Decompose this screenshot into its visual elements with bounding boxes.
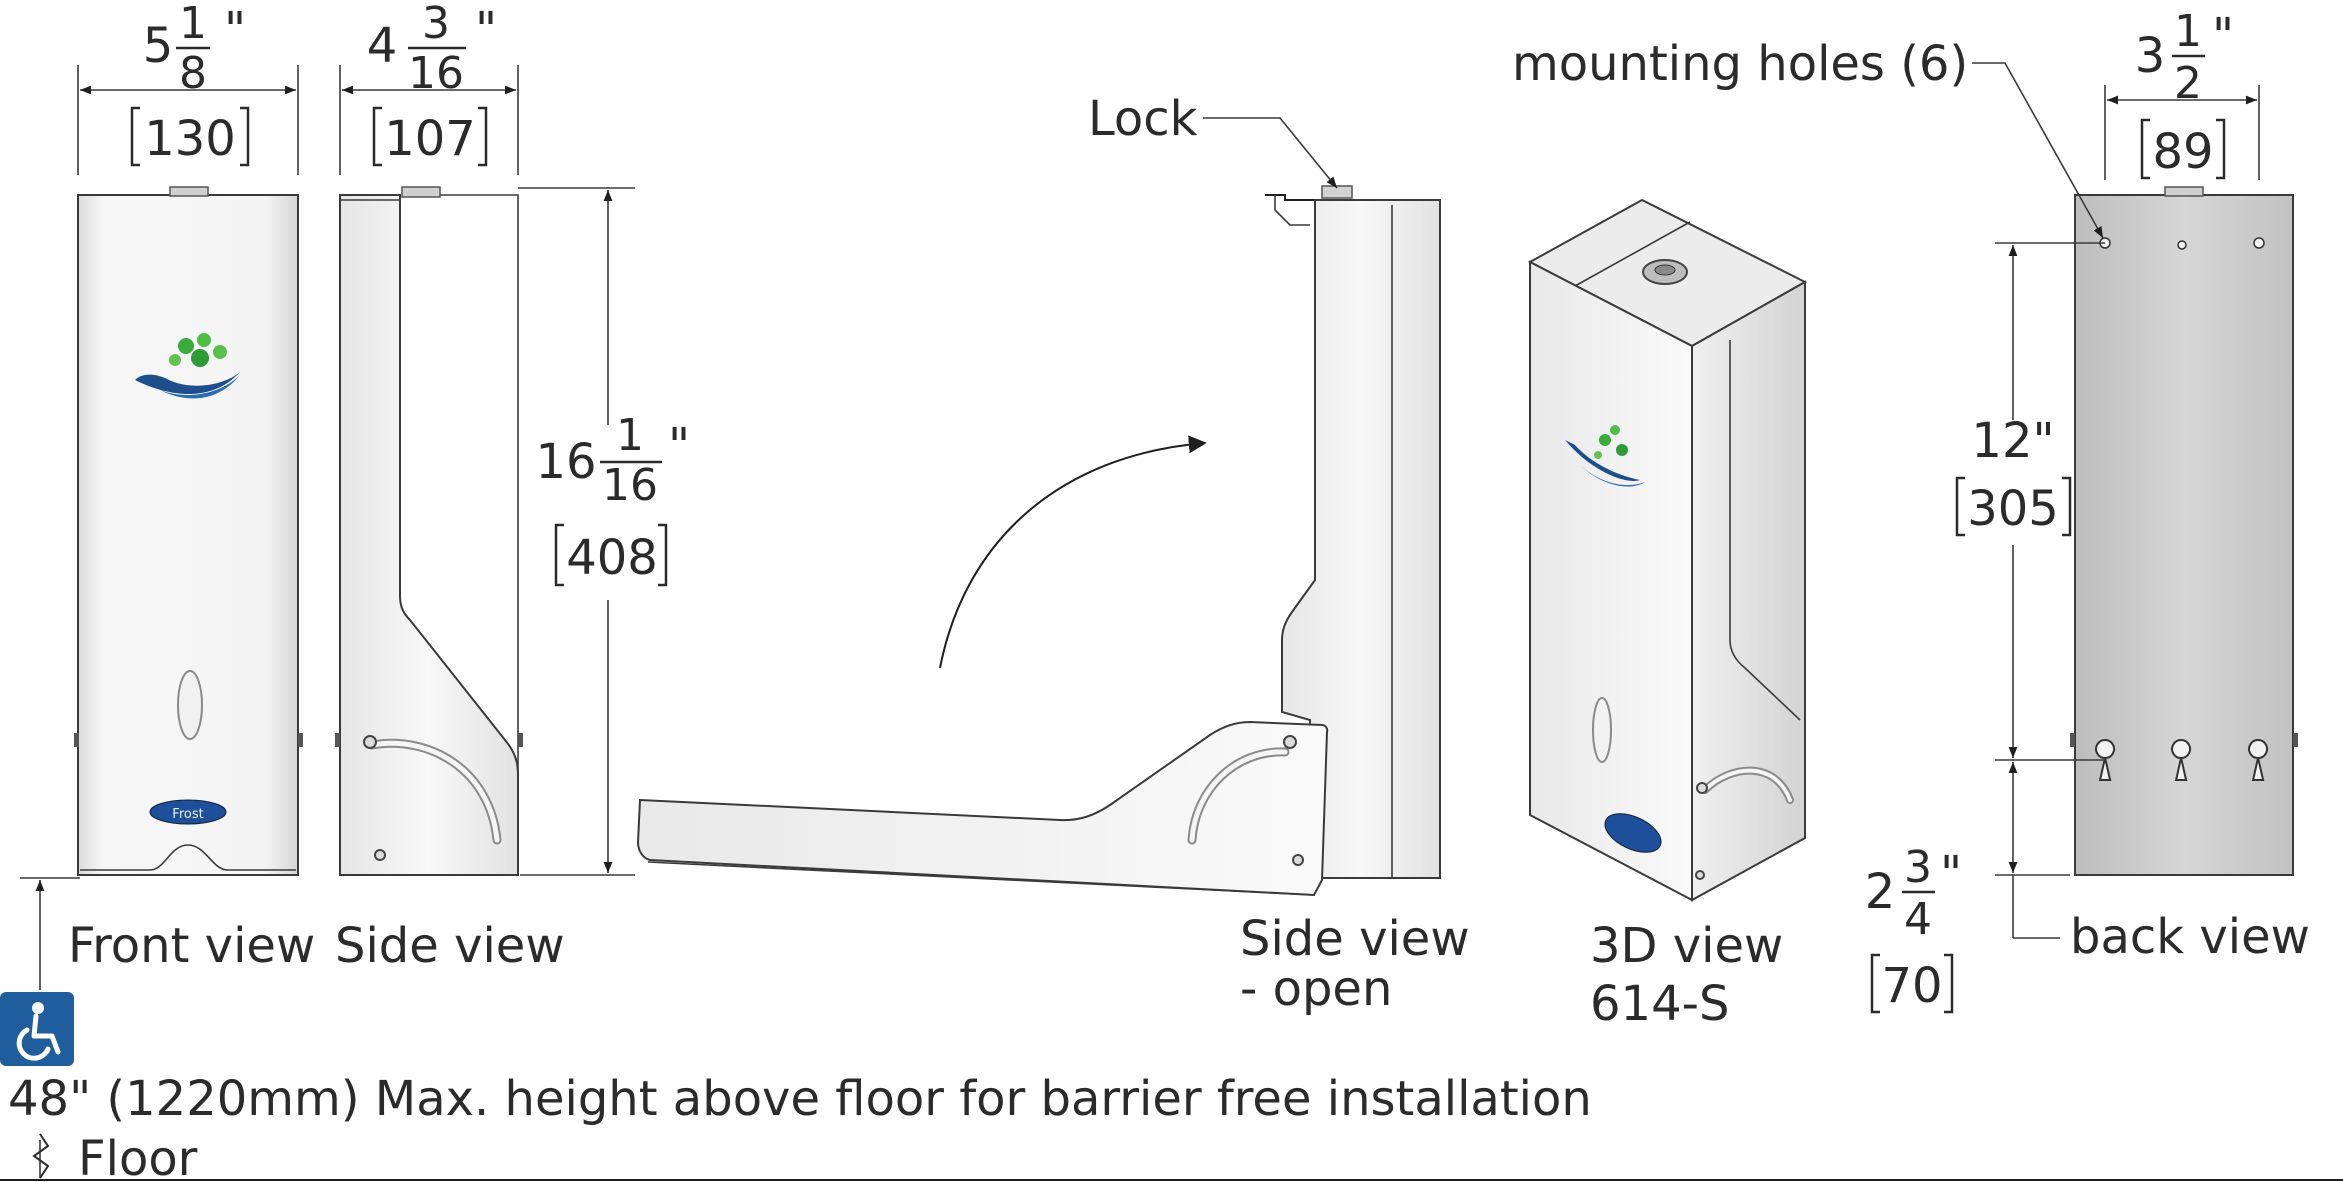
svg-text:89: 89 bbox=[2152, 124, 2213, 180]
svg-text:408: 408 bbox=[566, 530, 658, 586]
floor-break-icon bbox=[32, 1133, 50, 1179]
svg-text:3: 3 bbox=[422, 0, 450, 49]
svg-text:1: 1 bbox=[179, 0, 207, 49]
svg-text:": " bbox=[1940, 846, 1962, 902]
svg-text:4: 4 bbox=[1904, 894, 1932, 945]
height-dimension: 16 1 16 " 408 bbox=[518, 187, 690, 876]
side-open-label-line1: Side view bbox=[1240, 911, 1470, 967]
bottom-offset-dimension: 2 3 4 " 70 bbox=[1865, 762, 2070, 1014]
lock-callout: Lock bbox=[1088, 91, 1338, 189]
svg-text:107: 107 bbox=[384, 111, 476, 167]
svg-text:1: 1 bbox=[616, 410, 644, 461]
side-open-label-line2: - open bbox=[1240, 961, 1392, 1017]
three-d-view bbox=[1527, 198, 1808, 902]
hole-spacing-dimension: 3 1 2 " 89 bbox=[2104, 6, 2260, 180]
mounting-holes-callout: mounting holes (6) bbox=[1512, 36, 2104, 239]
svg-text:16: 16 bbox=[535, 434, 596, 490]
svg-text:5: 5 bbox=[143, 18, 174, 74]
depth-dimension: 4 3 16 " 107 bbox=[339, 0, 519, 175]
max-height-indicator bbox=[20, 877, 80, 1178]
width-dimension: 5 1 8 " 130 bbox=[77, 0, 299, 175]
side-view-label: Side view bbox=[335, 918, 565, 974]
svg-text:": " bbox=[224, 2, 246, 58]
keyhole-slots bbox=[2095, 739, 2269, 781]
back-view bbox=[2070, 186, 2298, 876]
svg-text:1: 1 bbox=[2174, 6, 2202, 57]
svg-text:70: 70 bbox=[1881, 958, 1942, 1014]
svg-text:3: 3 bbox=[1904, 842, 1932, 893]
svg-text:8: 8 bbox=[179, 48, 207, 99]
svg-text:305: 305 bbox=[1967, 481, 2059, 537]
svg-text:Frost: Frost bbox=[172, 807, 203, 822]
svg-text:2: 2 bbox=[2174, 58, 2202, 109]
svg-text:": " bbox=[668, 418, 690, 474]
svg-text:mounting holes (6): mounting holes (6) bbox=[1512, 36, 1968, 92]
max-height-note: 48" (1220mm) Max. height above floor for… bbox=[8, 1071, 1592, 1127]
leaf-logo-icon bbox=[135, 333, 240, 399]
svg-text:": " bbox=[475, 2, 497, 58]
svg-text:4: 4 bbox=[367, 18, 398, 74]
svg-text:16: 16 bbox=[408, 48, 464, 99]
vertical-spacing-dimension: 12" 305 bbox=[1955, 242, 2105, 761]
svg-text:": " bbox=[2212, 8, 2234, 64]
svg-text:Lock: Lock bbox=[1088, 91, 1198, 147]
three-d-label-line1: 3D view bbox=[1590, 918, 1783, 974]
side-view-open bbox=[636, 185, 1441, 897]
leaf-logo-3d-icon bbox=[1565, 425, 1645, 487]
back-view-label: back view bbox=[2070, 909, 2310, 965]
svg-text:2: 2 bbox=[1865, 864, 1896, 920]
svg-text:3: 3 bbox=[2135, 28, 2166, 84]
front-view-label: Front view bbox=[68, 918, 315, 974]
accessibility-icon bbox=[0, 992, 74, 1066]
svg-text:16: 16 bbox=[602, 460, 658, 511]
three-d-label-line2: 614-S bbox=[1590, 976, 1729, 1032]
svg-text:130: 130 bbox=[144, 111, 236, 167]
front-view: Frost bbox=[74, 186, 303, 876]
floor-label: Floor bbox=[78, 1131, 198, 1182]
side-view bbox=[335, 186, 523, 876]
svg-text:12": 12" bbox=[1971, 413, 2054, 469]
brand-badge: Frost bbox=[149, 799, 227, 825]
